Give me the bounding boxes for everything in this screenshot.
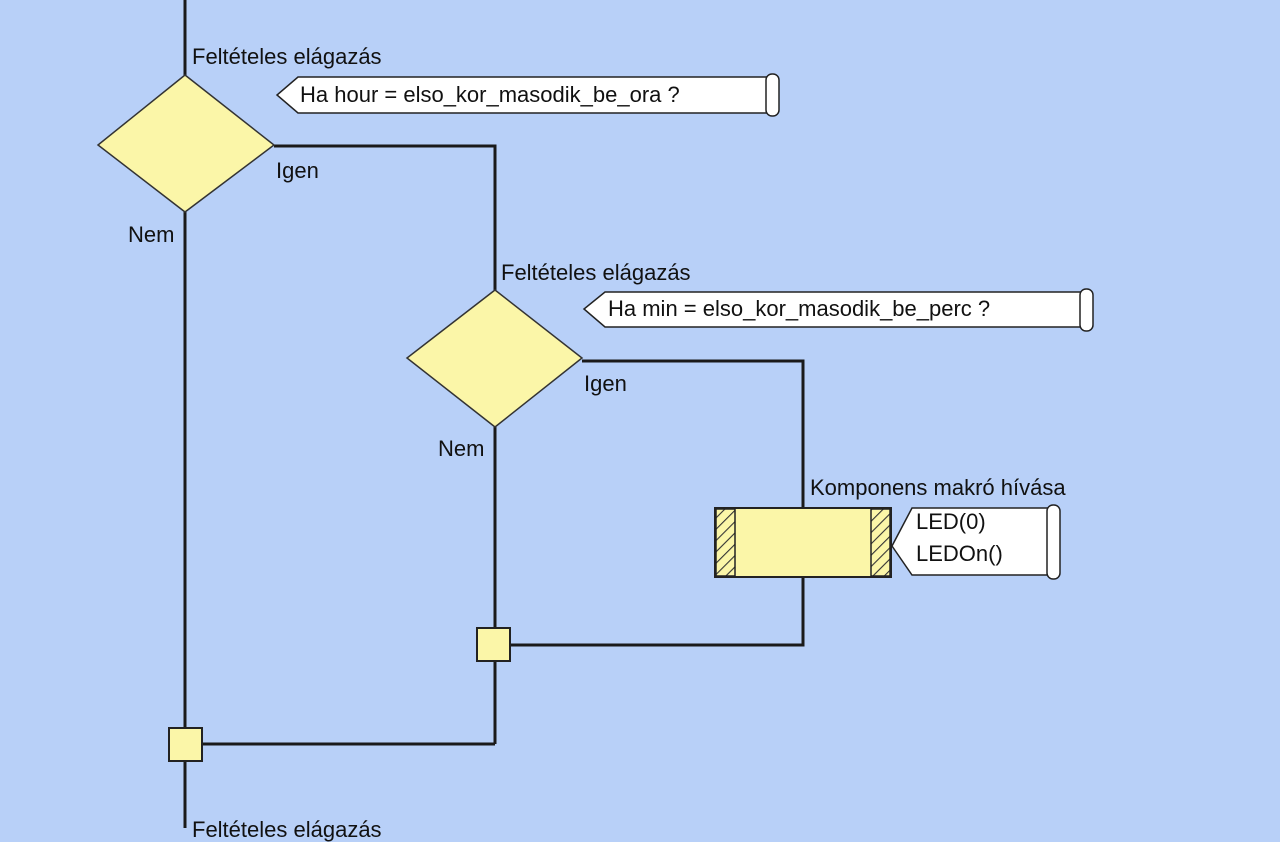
decision-2-yes-label: Igen (584, 371, 627, 396)
decision-2-title: Feltételes elágazás (501, 260, 691, 285)
macro-call-title: Komponens makró hívása (810, 475, 1066, 500)
macro-comment-line-2: LEDOn() (916, 541, 1003, 566)
junction-square-inner[interactable] (476, 627, 511, 662)
decision-1-no-label: Nem (128, 222, 175, 247)
macro-comment-line-1: LED(0) (916, 509, 986, 534)
macro-call-box[interactable] (714, 507, 892, 578)
connector-lines (183, 0, 805, 828)
decision-2-comment: Ha min = elso_kor_masodik_be_perc ? (608, 296, 991, 321)
decision-2-diamond[interactable] (405, 289, 584, 428)
decision-1-diamond[interactable] (96, 74, 276, 213)
junction-square-outer[interactable] (168, 727, 203, 762)
bottom-decision-title-partial: Feltételes elágazás (192, 817, 382, 842)
decision-2-no-label: Nem (438, 436, 485, 461)
decision-1-comment: Ha hour = elso_kor_masodik_be_ora ? (300, 82, 680, 107)
decision-1-title: Feltételes elágazás (192, 44, 382, 69)
decision-1-yes-label: Igen (276, 158, 319, 183)
comment-scroll-1[interactable] (275, 73, 780, 117)
comment-scroll-2[interactable] (582, 288, 1094, 332)
comment-scroll-3[interactable] (891, 504, 1061, 580)
